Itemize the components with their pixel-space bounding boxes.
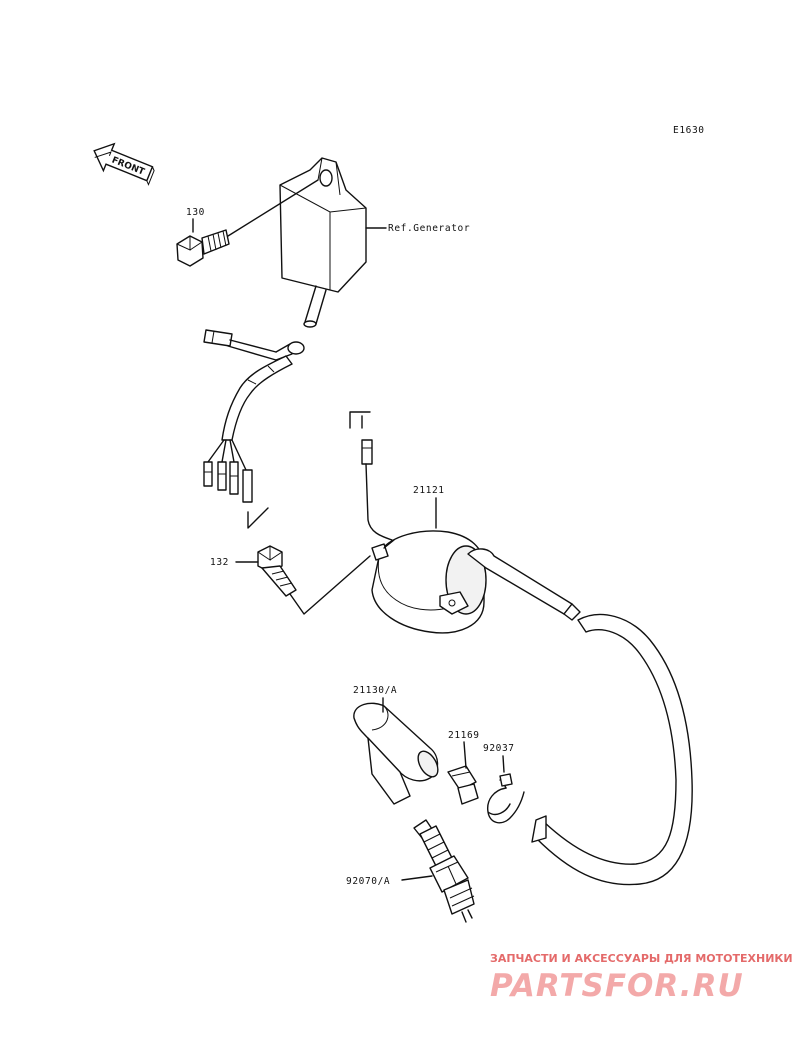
coil-wire-connector [361, 439, 393, 541]
clip-21169 [447, 765, 479, 805]
clamp-92037 [487, 773, 525, 824]
ignition-coil [371, 530, 573, 634]
label-132: 132 [210, 557, 229, 568]
label-21121: 21121 [413, 485, 445, 496]
diagram-code: E1630 [673, 125, 705, 136]
watermark-logo: ЗАПЧАСТИ И АКСЕССУАРЫ ДЛЯ МОТОТЕХНИКИ PA… [490, 952, 793, 1004]
label-92037: 92037 [483, 743, 515, 754]
label-21169: 21169 [448, 730, 480, 741]
watermark-tagline: ЗАПЧАСТИ И АКСЕССУАРЫ ДЛЯ МОТОТЕХНИКИ [490, 952, 793, 965]
ref-generator [279, 157, 367, 328]
label-130: 130 [186, 207, 205, 218]
watermark-brand: PARTSFOR.RU [490, 968, 744, 1004]
spark-plug-cap [353, 702, 439, 805]
label-21130a: 21130/A [353, 685, 397, 696]
front-arrow-icon: FRONT [93, 142, 155, 186]
label-ref-generator: Ref.Generator [388, 223, 470, 234]
spark-plug [413, 819, 475, 923]
label-92070a: 92070/A [346, 876, 390, 887]
bolt-130 [176, 179, 319, 267]
bolt-132 [257, 545, 371, 615]
high-tension-lead [531, 603, 693, 886]
wire-harness [203, 329, 305, 503]
